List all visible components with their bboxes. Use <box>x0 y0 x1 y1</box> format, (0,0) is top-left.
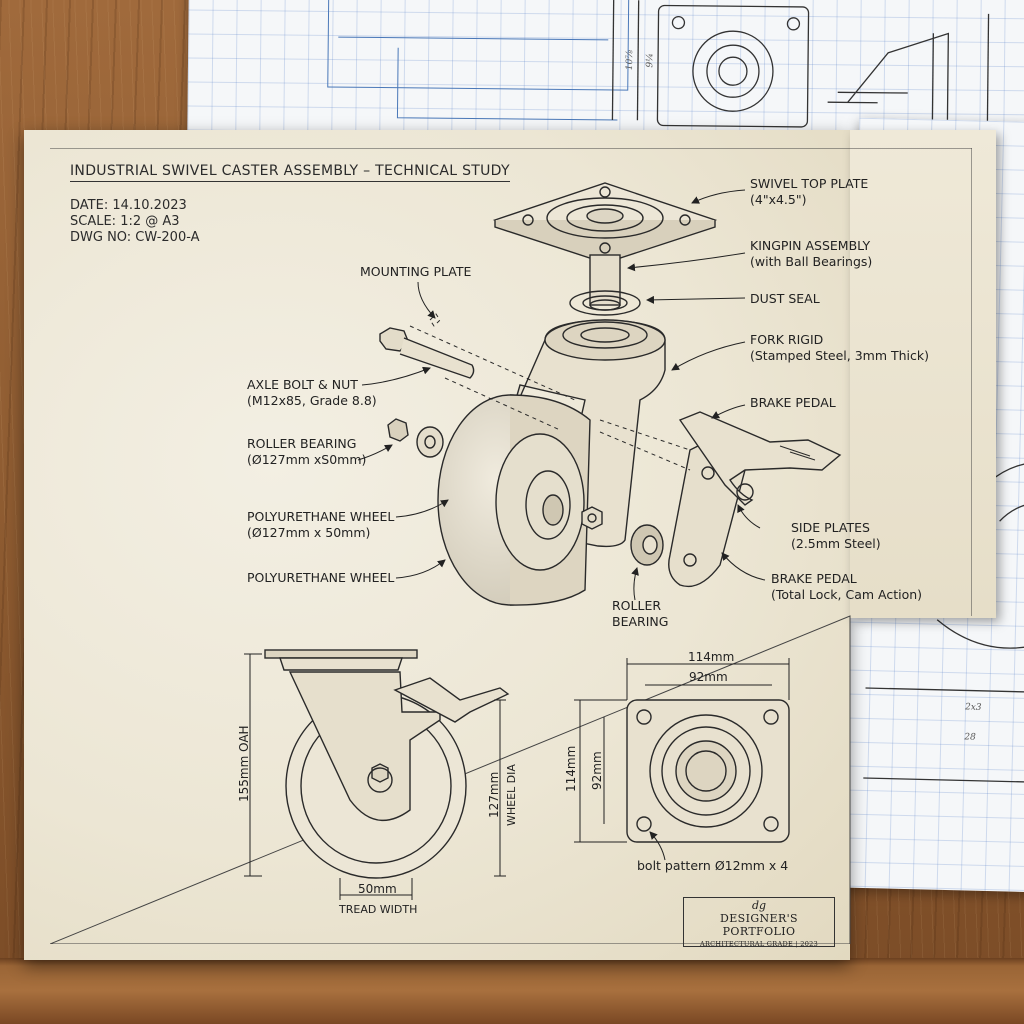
background-blueprint-top: 10⅞ 9¼ <box>187 0 1024 145</box>
dim-tread-label: TREAD WIDTH <box>339 903 418 916</box>
top-view <box>626 699 790 843</box>
label-mounting-plate: MOUNTING PLATE <box>360 264 472 279</box>
dim-wheel-dia-label: WHEEL DIA <box>505 764 518 826</box>
label-kingpin: KINGPIN ASSEMBLY(with Ball Bearings) <box>750 238 873 269</box>
wheel <box>437 394 591 606</box>
dim-inner-height: 92mm <box>590 751 604 790</box>
label-pu-wheel: POLYURETHANE WHEEL(Ø127mm x 50mm) <box>247 509 395 540</box>
desk-edge <box>0 958 1024 1024</box>
label-brake-pedal: BRAKE PEDAL <box>750 395 836 410</box>
label-roller-bearing: ROLLER BEARING(Ø127mm xS0mm) <box>247 436 367 467</box>
dim-outer-width: 114mm <box>688 650 735 664</box>
axle-nut <box>581 506 603 530</box>
label-pu-wheel-2: POLYURETHANE WHEEL <box>247 570 395 585</box>
side-view <box>264 649 510 879</box>
kingpin <box>589 254 621 311</box>
dim-outer-height: 114mm <box>564 745 578 792</box>
dust-seal <box>569 290 641 316</box>
brake-pedal <box>678 411 842 506</box>
label-side-plates: SIDE PLATES(2.5mm Steel) <box>791 520 881 551</box>
exploded-view <box>379 182 842 606</box>
swivel-top-plate <box>492 182 718 264</box>
meta-date: DATE: 14.10.2023 <box>70 198 187 213</box>
dim-inner-width: 92mm <box>689 670 728 684</box>
dim-wheel-dia: 127mm <box>487 771 501 818</box>
label-fork: FORK RIGID(Stamped Steel, 3mm Thick) <box>750 332 930 363</box>
label-brake-pedal-cam: BRAKE PEDAL(Total Lock, Cam Action) <box>771 571 923 602</box>
drawing-title: INDUSTRIAL SWIVEL CASTER ASSEMBLY – TECH… <box>70 163 510 182</box>
roller-bearing-left <box>387 418 444 458</box>
dim-tread: 50mm <box>358 882 397 896</box>
stamp-subtitle: ARCHITECTURAL GRADE | 2023 <box>699 940 819 948</box>
dim-bolt-pattern: bolt pattern Ø12mm x 4 <box>637 858 789 873</box>
roller-bearing-bottom <box>630 524 664 566</box>
label-swivel-top-plate: SWIVEL TOP PLATE(4"x4.5") <box>750 176 869 207</box>
designer-stamp: dg DESIGNER'S PORTFOLIO ARCHITECTURAL GR… <box>683 897 835 948</box>
dim-overall-height: 155mm OAH <box>237 725 251 802</box>
stamp-signature: dg <box>751 899 767 912</box>
axle-bolt <box>379 327 475 379</box>
label-dust-seal: DUST SEAL <box>750 291 820 306</box>
meta-scale: SCALE: 1:2 @ A3 <box>70 214 180 229</box>
stamp-name: DESIGNER'S PORTFOLIO <box>719 912 798 938</box>
meta-dwg-no: DWG NO: CW-200-A <box>70 230 200 245</box>
label-axle-bolt: AXLE BOLT & NUT(M12x85, Grade 8.8) <box>247 377 377 408</box>
